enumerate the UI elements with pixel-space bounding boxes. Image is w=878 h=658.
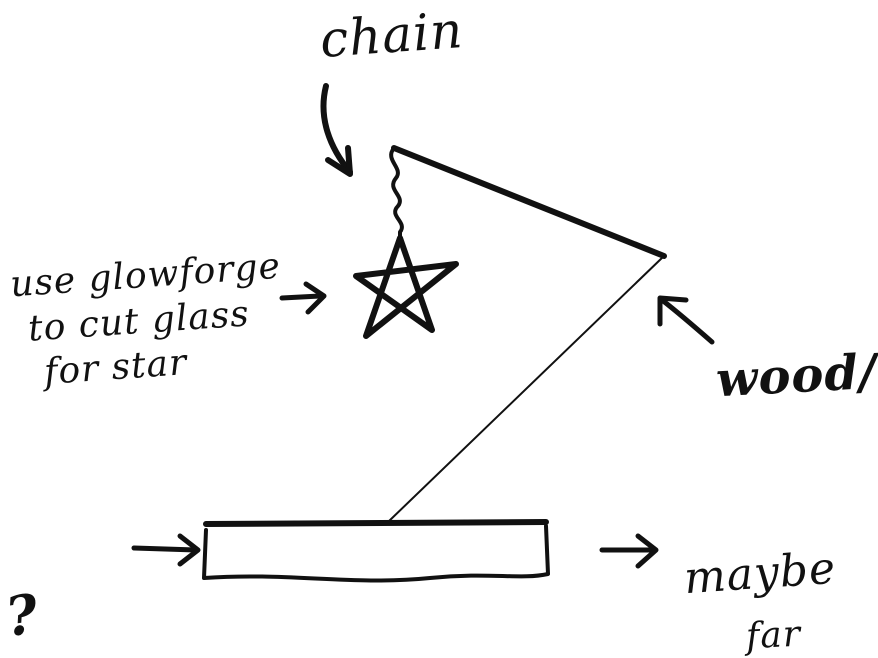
chain-label: chain (318, 5, 464, 65)
wood-label: wood/ (715, 348, 878, 404)
base-left-arrow (134, 548, 196, 550)
star-ornament (356, 238, 456, 336)
glowforge-note-line-3: for star (43, 345, 188, 391)
glass-arrow (282, 296, 320, 298)
far-label: far (745, 617, 802, 656)
chain (391, 148, 402, 240)
lamp-base-top (206, 522, 546, 524)
question-mark: ? (2, 586, 42, 644)
lamp-support-line (388, 256, 664, 522)
wood-arrow-shaft (662, 300, 712, 342)
lamp-base-outline (204, 526, 548, 581)
lamp-upper-arm (394, 148, 664, 256)
maybe-label: maybe (683, 547, 838, 601)
